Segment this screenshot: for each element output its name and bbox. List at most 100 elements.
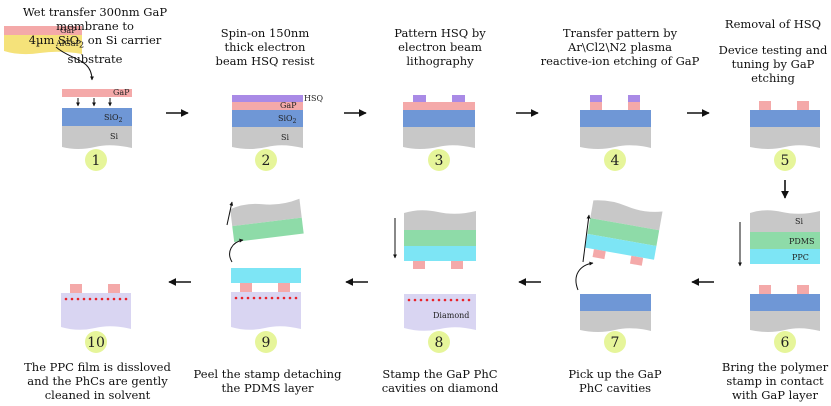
caption-step-6: Bring the polymer stamp in contact with …: [720, 360, 830, 402]
gap-membrane: [62, 89, 132, 97]
diamond-substrate: [404, 294, 476, 331]
peel-arrow: [226, 201, 234, 226]
step-number: 6: [781, 335, 790, 351]
si-label: Si: [281, 133, 289, 142]
gap-layer: [232, 102, 303, 110]
ppc-layer: [231, 268, 301, 283]
nv-dot: [270, 296, 274, 300]
pdms-label: PDMS: [789, 237, 814, 246]
hsq-pattern-right: [628, 95, 640, 102]
nv-dot: [467, 298, 471, 302]
nv-dot: [246, 296, 250, 300]
gap-pillar-right: [797, 101, 809, 110]
nv-dot: [443, 298, 447, 302]
caption-line: and the PhCs are gently: [27, 374, 168, 388]
gap-pillar-right: [451, 261, 463, 269]
algap-donor-layer: [4, 35, 82, 55]
caption-line: 4µm SiO2 on Si carrier substrate: [28, 33, 162, 67]
nv-dot: [76, 297, 80, 301]
lift-curve-arrow: [575, 261, 594, 291]
si-layer: [750, 311, 820, 332]
gap-pillar-left: [70, 284, 82, 293]
nv-dot: [88, 297, 92, 301]
caption-line: The PPC film is dissloved: [24, 360, 171, 374]
hsq-pattern-left: [590, 95, 602, 102]
step-number: 8: [435, 335, 444, 351]
nv-dot: [64, 297, 68, 301]
hsq-pattern-left: [413, 95, 426, 102]
gap-pillar-right: [108, 284, 120, 293]
si-layer: [232, 127, 303, 149]
step-badge-2: 2: [255, 149, 277, 171]
donor-algap-label: AlGaP: [55, 39, 81, 48]
si-layer: [580, 311, 651, 332]
nv-dot: [252, 296, 256, 300]
sio2-label: SiO2: [278, 114, 297, 125]
lift-arrow: [582, 214, 591, 263]
gap-pillar-left: [413, 261, 425, 269]
nv-dot: [437, 298, 441, 302]
caption-step-2: Spin-on 150nm thick electron beam HSQ re…: [205, 26, 325, 68]
caption-step-8: Stamp the GaP PhC cavities on diamond: [370, 367, 510, 395]
sio2-layer: [403, 110, 475, 127]
si-layer: [62, 126, 132, 149]
nv-dot: [288, 296, 292, 300]
caption-step-7: Pick up the GaP PhC cavities: [555, 367, 675, 395]
step-number: 2: [262, 153, 271, 169]
step-number: 7: [611, 335, 620, 351]
nv-dot: [282, 296, 286, 300]
sio2-layer: [750, 294, 820, 311]
caption-line: PhC cavities: [578, 381, 652, 395]
si-label: Si: [110, 132, 118, 141]
donor-gap-label: GaP: [60, 26, 77, 35]
step-number: 9: [262, 335, 271, 351]
nv-dot: [240, 296, 244, 300]
step-6-illustration: Si PDMS PPC: [738, 210, 820, 332]
caption-line: Removal of HSQ: [724, 17, 822, 31]
step-10-illustration: [61, 284, 131, 330]
caption-line: Pick up the GaP: [568, 367, 662, 381]
step-badge-5: 5: [774, 149, 796, 171]
nv-dot: [234, 296, 238, 300]
gap-layer: [403, 102, 475, 110]
nv-dot: [264, 296, 268, 300]
caption-line: Bring the polymer: [721, 360, 829, 374]
nv-dot: [70, 297, 74, 301]
step-number: 1: [92, 153, 101, 169]
ppc-layer: [585, 233, 657, 260]
gap-pillar-right: [628, 102, 640, 110]
caption-line: stamp in contact: [726, 374, 824, 388]
gap-pillar-right: [629, 255, 644, 266]
nv-dot: [461, 298, 465, 302]
step-number: 10: [87, 335, 105, 351]
nv-dot: [431, 298, 435, 302]
step-badge-3: 3: [428, 149, 450, 171]
step-number: 3: [435, 153, 444, 169]
nv-dot: [112, 297, 116, 301]
gap-pillar-right: [797, 285, 809, 294]
caption-line: Stamp the GaP PhC: [382, 367, 498, 381]
gap-pillar-left: [592, 249, 606, 260]
nv-dot: [118, 297, 122, 301]
caption-line: Pattern HSQ by: [394, 26, 486, 40]
gap-pillar-left: [759, 101, 771, 110]
caption-line: beam HSQ resist: [215, 54, 315, 68]
si-layer: [403, 127, 475, 149]
caption-step-10: The PPC film is dissloved and the PhCs a…: [20, 360, 175, 402]
gap-donor-layer: [4, 26, 82, 35]
step-badge-9: 9: [255, 331, 277, 353]
step-9-illustration: [226, 198, 304, 330]
hsq-pattern-right: [452, 95, 465, 102]
step-badge-10: 10: [85, 331, 107, 353]
si-layer: [580, 127, 651, 149]
nv-dot: [407, 298, 411, 302]
caption-step-9: Peel the stamp detaching the PDMS layer: [190, 367, 345, 395]
nv-dot: [419, 298, 423, 302]
diamond-substrate: [231, 292, 301, 330]
step-7-illustration: [575, 200, 663, 332]
nv-dot: [276, 296, 280, 300]
stamp-si-layer: [404, 210, 476, 230]
sio2-layer: [62, 108, 132, 126]
caption-line: Wet transfer 300nm GaP membrane to: [22, 5, 168, 33]
caption-step-5: Removal of HSQ Device testing and tuning…: [715, 17, 831, 85]
